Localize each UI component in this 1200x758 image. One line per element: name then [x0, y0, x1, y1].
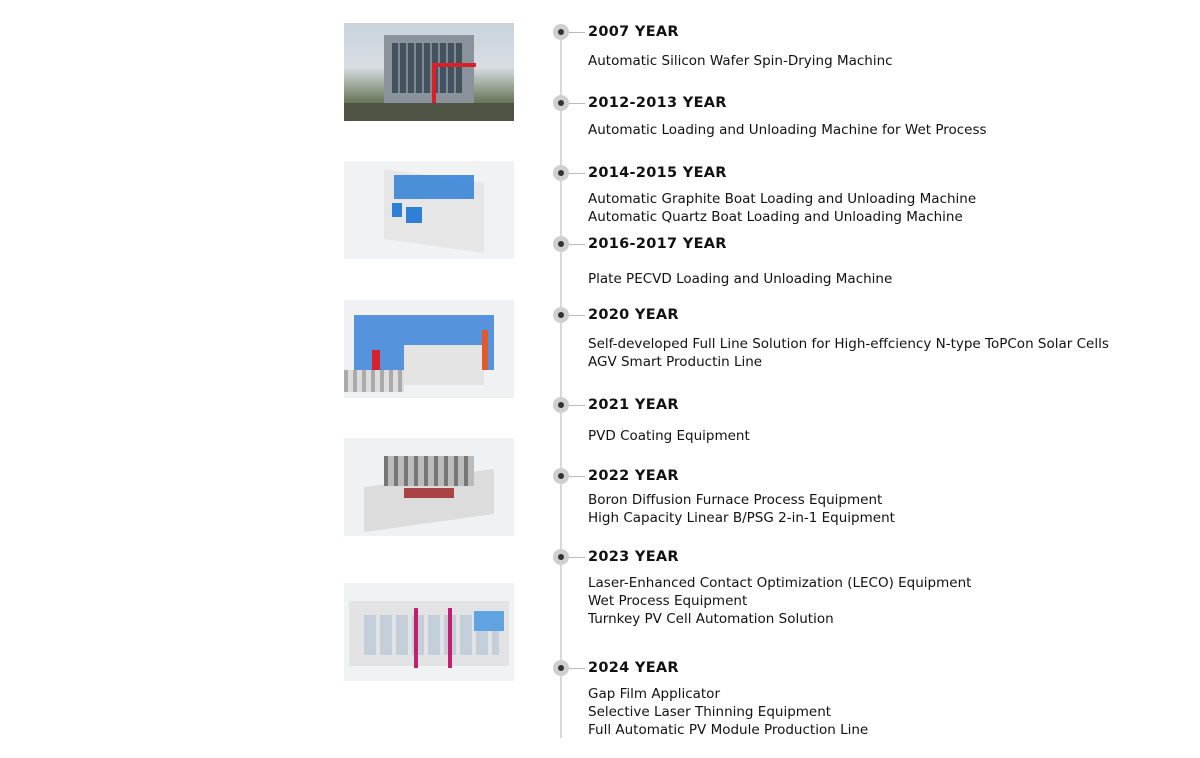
timeline-connector [569, 476, 585, 477]
timeline-line [560, 32, 562, 738]
timeline-connector [569, 557, 585, 558]
timeline-connector [569, 244, 585, 245]
timeline-connector [569, 173, 585, 174]
timeline-year: 2014-2015 YEAR [588, 165, 727, 181]
timeline-dot-icon [553, 397, 569, 413]
timeline-item: Turnkey PV Cell Automation Solution [588, 611, 834, 627]
timeline-year: 2012-2013 YEAR [588, 95, 727, 111]
timeline-item: Selective Laser Thinning Equipment [588, 704, 832, 720]
timeline-connector [569, 668, 585, 669]
factory-building-photo [344, 23, 514, 121]
timeline-connector [569, 405, 585, 406]
timeline-item: Automatic Quartz Boat Loading and Unload… [588, 209, 963, 225]
timeline-year: 2023 YEAR [588, 549, 679, 565]
timeline-year: 2024 YEAR [588, 660, 679, 676]
timeline-item: Self-developed Full Line Solution for Hi… [588, 336, 1109, 352]
timeline-dot-icon [553, 236, 569, 252]
wet-process-equipment-render [344, 583, 514, 681]
timeline-item: Full Automatic PV Module Production Line [588, 722, 869, 738]
timeline-item: Automatic Loading and Unloading Machine … [588, 122, 987, 138]
full-line-solution-render [344, 300, 514, 398]
timeline-item: Plate PECVD Loading and Unloading Machin… [588, 271, 893, 287]
boat-loading-machine-render [344, 161, 514, 259]
pvd-coating-equipment-render [344, 438, 514, 536]
timeline-dot-icon [553, 24, 569, 40]
timeline-connector [569, 315, 585, 316]
timeline-dot-icon [553, 468, 569, 484]
timeline-year: 2016-2017 YEAR [588, 236, 727, 252]
timeline-item: Automatic Silicon Wafer Spin-Drying Mach… [588, 53, 893, 69]
timeline-year: 2021 YEAR [588, 397, 679, 413]
timeline-connector [569, 103, 585, 104]
timeline-item: Gap Film Applicator [588, 686, 720, 702]
timeline-item: Wet Process Equipment [588, 593, 748, 609]
timeline-item: Automatic Graphite Boat Loading and Unlo… [588, 191, 977, 207]
timeline-year: 2007 YEAR [588, 24, 679, 40]
timeline-dot-icon [553, 660, 569, 676]
timeline-item: Boron Diffusion Furnace Process Equipmen… [588, 492, 883, 508]
timeline-dot-icon [553, 165, 569, 181]
timeline-item: PVD Coating Equipment [588, 428, 750, 444]
timeline-year: 2022 YEAR [588, 468, 679, 484]
timeline-dot-icon [553, 307, 569, 323]
timeline-dot-icon [553, 549, 569, 565]
timeline-year: 2020 YEAR [588, 307, 679, 323]
timeline-dot-icon [553, 95, 569, 111]
timeline-connector [569, 32, 585, 33]
timeline-item: AGV Smart Productin Line [588, 354, 763, 370]
timeline-item: High Capacity Linear B/PSG 2-in-1 Equipm… [588, 510, 895, 526]
timeline-item: Laser-Enhanced Contact Optimization (LEC… [588, 575, 972, 591]
